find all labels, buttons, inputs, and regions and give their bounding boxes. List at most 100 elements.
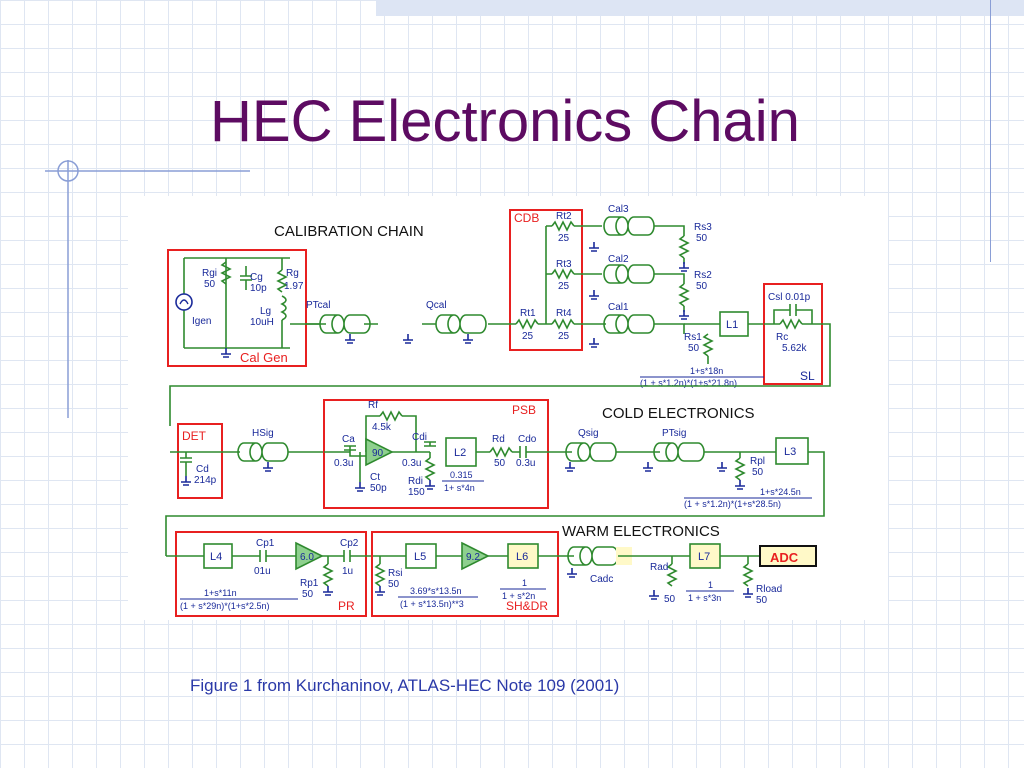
label-rgi-v: 50 — [204, 279, 216, 290]
label-l1: L1 — [726, 319, 738, 331]
block-det — [177, 423, 223, 499]
label-rpl-v: 50 — [752, 467, 764, 478]
label-tf-l7-den: 1 + s*3n — [688, 593, 721, 603]
label-rc-v: 5.62k — [782, 343, 807, 354]
label-rt1-v: 25 — [522, 331, 534, 342]
label-rf-v: 4.5k — [372, 422, 392, 433]
heading-cold: COLD ELECTRONICS — [602, 405, 755, 422]
heading-calibration: CALIBRATION CHAIN — [274, 223, 424, 240]
label-ptcal: PTcal — [306, 300, 330, 311]
label-rd-v: 50 — [494, 458, 506, 469]
label-cp1-v: 01u — [254, 566, 271, 577]
l2-box — [445, 437, 477, 467]
label-qcal: Qcal — [426, 300, 447, 311]
label-rsi-v: 50 — [388, 579, 400, 590]
block-adc — [759, 545, 817, 567]
label-sl: SL — [800, 369, 815, 383]
label-tf-l7-num: 1 — [708, 580, 713, 590]
label-cg-v: 10p — [250, 283, 267, 294]
label-rs2: Rs2 — [694, 270, 712, 281]
l6-box — [507, 543, 539, 569]
label-rg: Rg — [286, 268, 299, 279]
label-tf-l2-den: 1+ s*4n — [444, 483, 475, 493]
figure-caption: Figure 1 from Kurchaninov, ATLAS-HEC Not… — [190, 676, 620, 695]
heading-warm: WARM ELECTRONICS — [562, 523, 720, 540]
label-rt3: Rt3 — [556, 259, 572, 270]
label-rad: Rad — [650, 562, 668, 573]
label-cdo: Cdo — [518, 434, 537, 445]
label-pr: PR — [338, 599, 355, 613]
label-rt4: Rt4 — [556, 308, 572, 319]
label-igen: Igen — [192, 316, 211, 327]
label-l6: L6 — [516, 551, 528, 563]
l4-box — [203, 543, 233, 569]
label-cp2-v: 1u — [342, 566, 353, 577]
label-rs3-v: 50 — [696, 233, 708, 244]
crosshair-decoration — [45, 160, 250, 418]
label-rd: Rd — [492, 434, 505, 445]
label-rdi-v: 150 — [408, 487, 425, 498]
label-rs2-v: 50 — [696, 281, 708, 292]
label-tf-l5: 3.69*s*13.5n — [410, 586, 462, 596]
block-psb — [323, 399, 549, 509]
block-shdr — [371, 531, 559, 617]
label-det: DET — [182, 429, 207, 443]
label-tf-l2-num: 0.315 — [450, 470, 473, 480]
label-tf-sl-den: (1 + s*1.2n)*(1+s*21.8n) — [640, 378, 737, 388]
label-tf-l4-num: 1+s*11n — [204, 588, 237, 598]
label-rs1: Rs1 — [684, 332, 702, 343]
l3-box — [775, 437, 809, 465]
label-cdi-v: 0.3u — [402, 458, 421, 469]
block-sl — [763, 283, 823, 385]
label-hsig: HSig — [252, 428, 274, 439]
label-rt3-v: 25 — [558, 281, 570, 292]
label-cal2: Cal2 — [608, 254, 629, 265]
label-ct: Ct — [370, 472, 380, 483]
label-cd: Cd — [196, 464, 209, 475]
label-adc: ADC — [770, 550, 799, 565]
label-tf-l3-num: 1+s*24.5n — [760, 487, 801, 497]
label-rt2: Rt2 — [556, 211, 572, 222]
label-cal3: Cal3 — [608, 204, 629, 215]
label-cdi: Cdi — [412, 432, 427, 443]
label-ptsig: PTsig — [662, 428, 686, 439]
label-tf-sl-num: 1+s*18n — [690, 366, 723, 376]
block-cdb — [509, 209, 583, 351]
label-cd-v: 214p — [194, 475, 217, 486]
l7-box — [689, 543, 721, 569]
label-rt4-v: 25 — [558, 331, 570, 342]
label-shdr: SH&DR — [506, 599, 548, 613]
decor-vertical-line — [990, 0, 991, 262]
label-rg-v: 1.97 — [284, 281, 304, 292]
l5-box — [405, 543, 437, 569]
label-rp1-v: 50 — [302, 589, 314, 600]
label-l4: L4 — [210, 551, 222, 563]
label-tf-l6-num: 1 — [522, 578, 527, 588]
label-cg: Cg — [250, 272, 263, 283]
label-tf-l3-den: (1 + s*1.2n)*(1+s*28.5n) — [684, 499, 781, 509]
label-cdb: CDB — [514, 211, 539, 225]
label-rgi: Rgi — [202, 268, 217, 279]
label-rs1-v: 50 — [688, 343, 700, 354]
l1-box — [719, 311, 749, 337]
label-lg-v: 10uH — [250, 317, 274, 328]
block-pr — [175, 531, 367, 617]
electronics-chain-diagram: CALIBRATION CHAIN Cal Gen Rgi 50 Cg 10p … — [128, 196, 888, 620]
label-rpl: Rpl — [750, 456, 765, 467]
label-tf-l5-den: (1 + s*13.5n)**3 — [400, 599, 464, 609]
label-rdi: Rdi — [408, 476, 423, 487]
label-amp92: 9.2 — [466, 552, 480, 563]
label-cp2: Cp2 — [340, 538, 359, 549]
label-csl: Csl 0.01p — [768, 292, 811, 303]
label-cadc: Cadc — [590, 574, 613, 585]
label-cdo-v: 0.3u — [516, 458, 535, 469]
label-rload: Rload — [756, 584, 782, 595]
label-rsi: Rsi — [388, 568, 402, 579]
label-ca: Ca — [342, 434, 355, 445]
label-rload-v: 50 — [756, 595, 768, 606]
label-qsig: Qsig — [578, 428, 599, 439]
label-l7: L7 — [698, 551, 710, 563]
label-rt2-v: 25 — [558, 233, 570, 244]
label-cal1: Cal1 — [608, 302, 629, 313]
label-amp60: 6.0 — [300, 552, 314, 563]
